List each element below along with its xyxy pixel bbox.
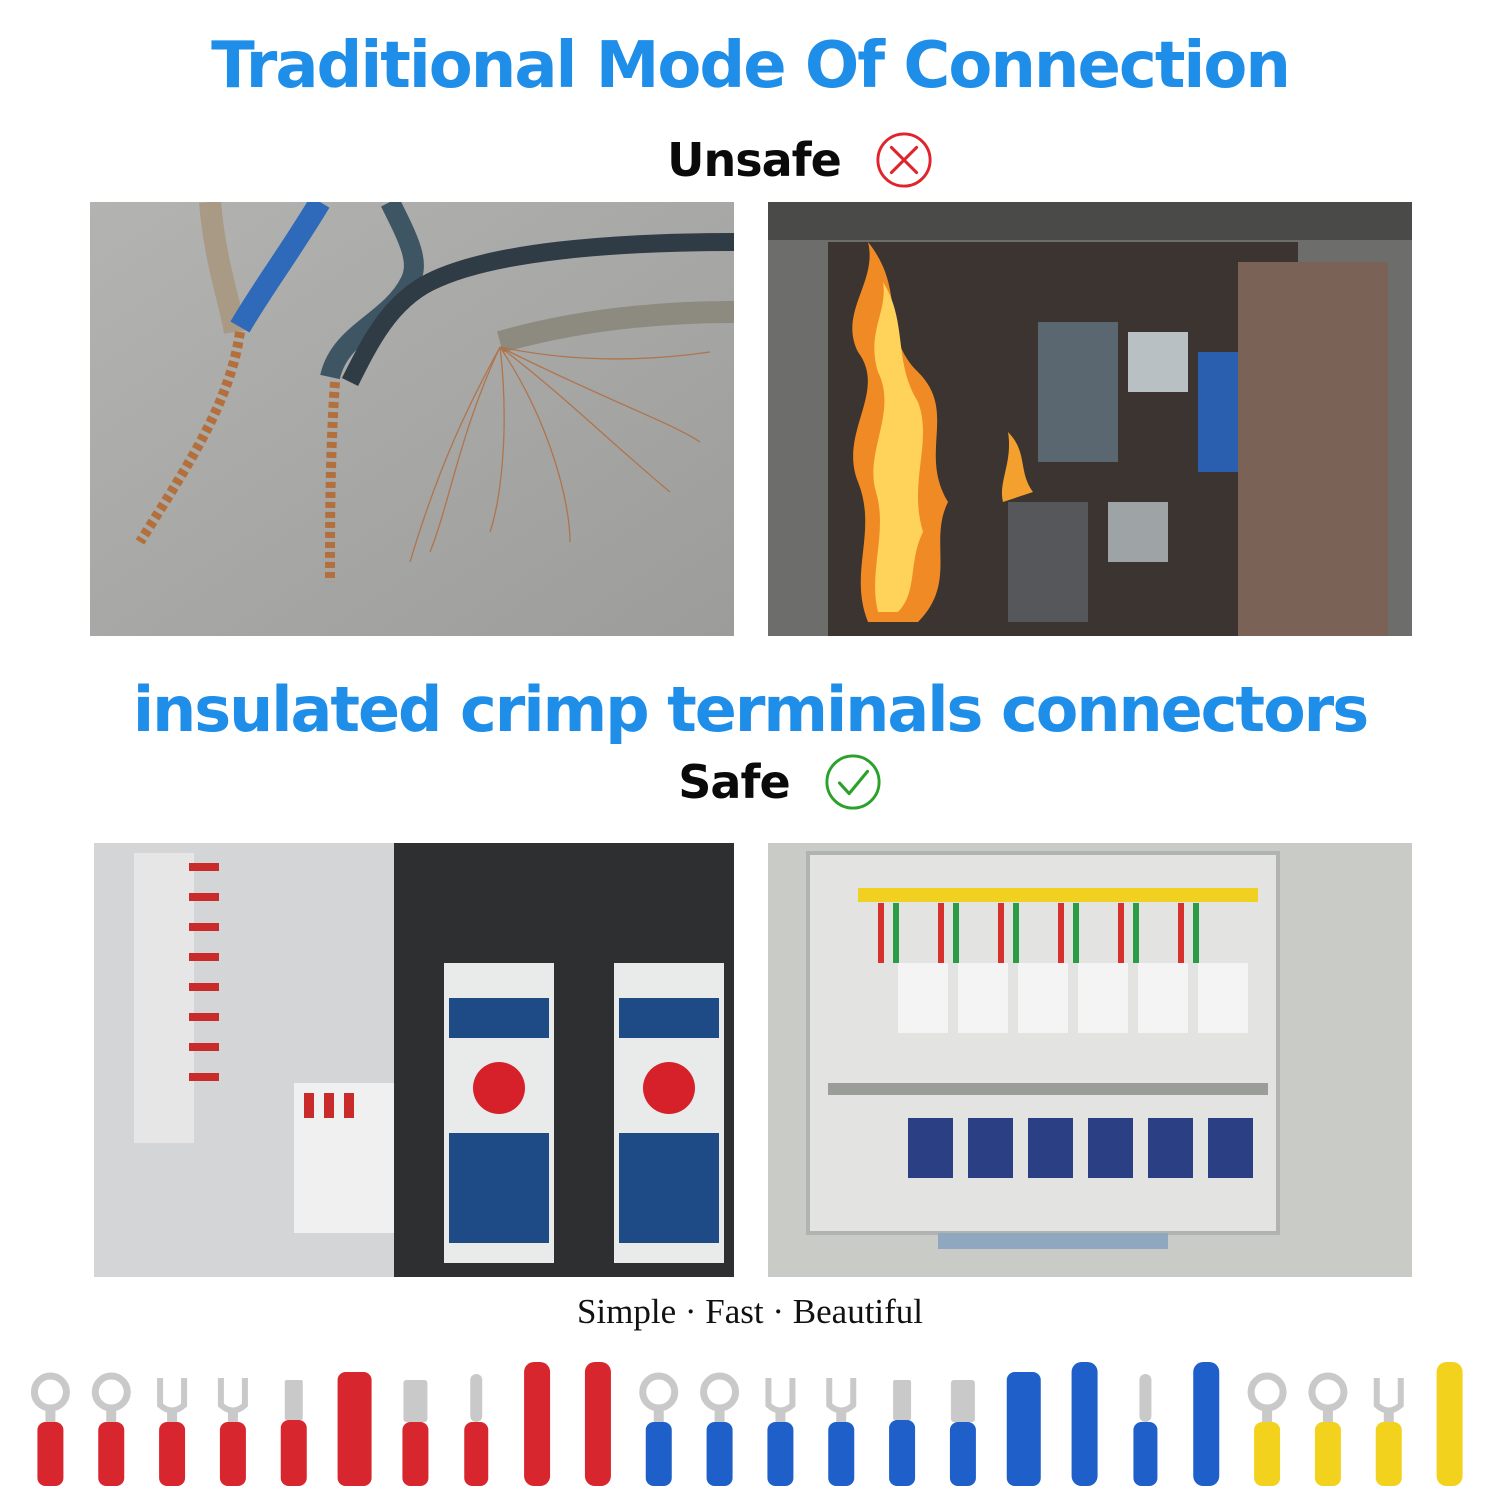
terminal-spade-blue <box>765 1378 796 1486</box>
distribution-cabinet-photo <box>768 843 1412 1277</box>
terminal-male-red <box>280 1380 307 1486</box>
terminal-ring-yellow <box>1308 1372 1348 1486</box>
cross-circle-icon <box>876 132 932 188</box>
terminal-spade-blue <box>826 1378 857 1486</box>
control-panel-photo <box>94 843 734 1277</box>
middle-heading: insulated crimp terminals connectors <box>132 673 1369 746</box>
terminal-ring-blue <box>639 1372 679 1486</box>
terminal-row <box>30 1362 1463 1486</box>
terminal-male-blue <box>889 1380 916 1486</box>
unsafe-status: Unsafe <box>0 130 1500 190</box>
terminal-female-blue <box>949 1380 976 1486</box>
terminal-spade-yellow <box>1373 1378 1404 1486</box>
terminal-ring-red <box>30 1372 70 1486</box>
terminal-butt-red <box>584 1362 611 1486</box>
terminal-female-full-blue <box>1006 1372 1041 1486</box>
safe-status: Safe <box>0 752 1500 812</box>
terminal-spade-red <box>157 1378 188 1486</box>
burning-cabinet-photo <box>768 202 1412 636</box>
safe-label: Safe <box>678 755 790 809</box>
top-heading: Traditional Mode Of Connection <box>211 29 1291 103</box>
unsafe-label: Unsafe <box>667 133 842 187</box>
terminal-ring-yellow <box>1247 1372 1287 1486</box>
terminal-bullet-blue <box>1133 1374 1158 1486</box>
terminal-butt-yellow <box>1436 1362 1463 1486</box>
twisted-wires-photo <box>90 202 734 636</box>
terminal-bullet-red <box>464 1374 489 1486</box>
terminal-butt-blue <box>1071 1362 1098 1486</box>
terminal-female-red <box>402 1380 429 1486</box>
terminal-assortment <box>20 1350 1480 1490</box>
terminal-ring-blue <box>700 1372 740 1486</box>
terminal-spade-red <box>217 1378 248 1486</box>
terminal-ring-red <box>91 1372 131 1486</box>
terminal-butt-red <box>524 1362 551 1486</box>
check-circle-icon <box>825 754 881 810</box>
tagline: Simple · Fast · Beautiful <box>576 1292 924 1331</box>
terminal-butt-blue <box>1193 1362 1220 1486</box>
terminal-female-full-red <box>337 1372 372 1486</box>
